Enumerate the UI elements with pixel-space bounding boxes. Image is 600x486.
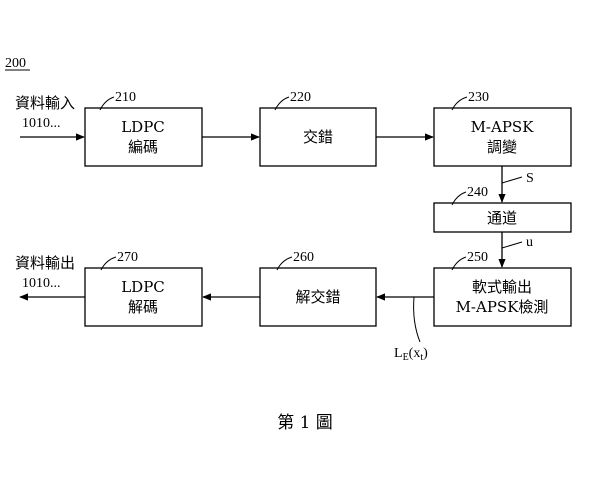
le-subscript: E: [403, 352, 409, 363]
detector-line2: M-APSK檢測: [456, 298, 549, 316]
ldpc-decoder-block: [84, 267, 203, 327]
le-main: L: [394, 346, 403, 361]
channel-ref: 240: [467, 185, 488, 200]
modulator-line2: 調變: [487, 138, 517, 156]
ldpc-decoder-ref: 270: [117, 250, 138, 265]
figure-reference: 200: [5, 56, 26, 71]
signal-u-leader: [501, 241, 523, 249]
modulator-line1: M-APSK: [471, 118, 535, 136]
input-label: 資料輸入: [15, 94, 75, 112]
deinterleaver-line1: 解交錯: [295, 288, 340, 306]
interleaver-leader: [274, 96, 290, 111]
channel-line1: 通道: [487, 209, 517, 227]
le-leader: [413, 296, 421, 343]
channel-leader: [451, 191, 467, 206]
signal-s-leader: [501, 176, 523, 184]
ldpc-encoder-block: [84, 107, 203, 167]
ldpc-encoder-line1: LDPC: [121, 118, 165, 136]
deinterleaver-leader: [276, 256, 293, 271]
modulator-ref: 230: [468, 90, 489, 105]
le-arg-open: (x: [409, 346, 421, 361]
output-label: 資料輸出: [15, 254, 75, 272]
input-bits: 1010...: [22, 116, 61, 131]
detector-line1: 軟式輸出: [472, 278, 532, 296]
ldpc-decoder-line1: LDPC: [121, 278, 165, 296]
detector-ref: 250: [467, 250, 488, 265]
interleaver-block: [259, 107, 377, 167]
ldpc-decoder-line2: 解碼: [128, 298, 158, 316]
ldpc-encoder-ref: 210: [115, 90, 136, 105]
detector-block: [433, 267, 572, 327]
interleaver-line1: 交錯: [303, 128, 333, 146]
le-label: LE(xt): [394, 346, 428, 363]
figure-caption: 第 1 圖: [277, 413, 333, 433]
le-arg-close: ): [423, 346, 428, 361]
le-arg-subscript: t: [420, 352, 423, 363]
ldpc-encoder-leader: [99, 96, 115, 111]
output-bits: 1010...: [22, 276, 61, 291]
detector-leader: [451, 256, 467, 271]
signal-s-label: S: [526, 171, 534, 186]
interleaver-ref: 220: [290, 90, 311, 105]
ldpc-encoder-line2: 編碼: [128, 138, 158, 156]
ldpc-decoder-leader: [100, 256, 117, 271]
modulator-block: [433, 107, 572, 167]
modulator-leader: [451, 96, 468, 111]
signal-u-label: u: [526, 235, 533, 250]
deinterleaver-ref: 260: [293, 250, 314, 265]
